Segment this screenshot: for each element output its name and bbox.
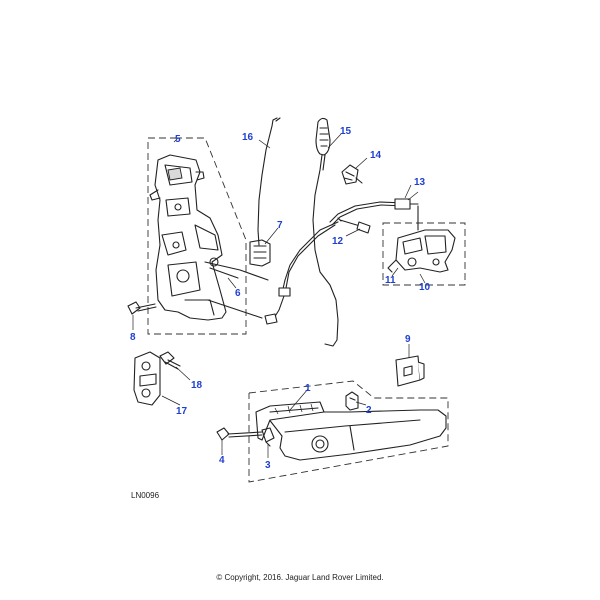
lock-rod	[257, 117, 281, 246]
callout-14: 14	[370, 150, 382, 161]
cable-clip	[341, 164, 363, 185]
latch-group-outline	[382, 222, 466, 286]
latch-mechanism	[387, 205, 456, 273]
callout-1: 1	[305, 383, 311, 394]
callout-10: 10	[419, 282, 431, 293]
handle-seal-pad	[395, 355, 425, 387]
latch-cable	[329, 191, 419, 226]
callout-12: 12	[332, 236, 344, 247]
callout-4: 4	[219, 455, 225, 466]
rod-clip	[249, 239, 271, 267]
callout-11: 11	[385, 275, 396, 286]
lock-linkage-rods	[204, 257, 269, 319]
handle-screw	[216, 427, 263, 441]
latch-screw	[337, 217, 371, 234]
handle-group-outline	[248, 380, 449, 483]
callout-18: 18	[191, 380, 203, 391]
handle-rod	[312, 117, 339, 347]
callout-labels: 1 2 3 4 5 6 7 8 9 10 11 12 13 14 15 16 1…	[130, 126, 431, 471]
copyright-notice: © Copyright, 2016. Jaguar Land Rover Lim…	[216, 573, 384, 582]
release-cable	[264, 221, 339, 325]
callout-15: 15	[340, 126, 352, 137]
handle-bracket	[345, 391, 359, 411]
striker-screw	[159, 351, 181, 370]
callout-9: 9	[405, 334, 411, 345]
callout-2: 2	[366, 405, 372, 416]
callout-8: 8	[130, 332, 136, 343]
callout-6: 6	[235, 288, 241, 299]
door-lock-assembly	[149, 154, 227, 321]
lock-bolt	[127, 301, 157, 315]
callout-5: 5	[175, 134, 181, 145]
door-striker	[133, 351, 161, 406]
lock-group-outline	[147, 137, 247, 335]
callout-13: 13	[414, 177, 426, 188]
drawing-code: LN0096	[131, 491, 160, 500]
callout-7: 7	[277, 220, 283, 231]
callout-17: 17	[176, 406, 188, 417]
callout-3: 3	[265, 460, 271, 471]
exterior-handle	[255, 401, 447, 461]
leader-lines	[132, 133, 426, 458]
callout-16: 16	[242, 132, 254, 143]
